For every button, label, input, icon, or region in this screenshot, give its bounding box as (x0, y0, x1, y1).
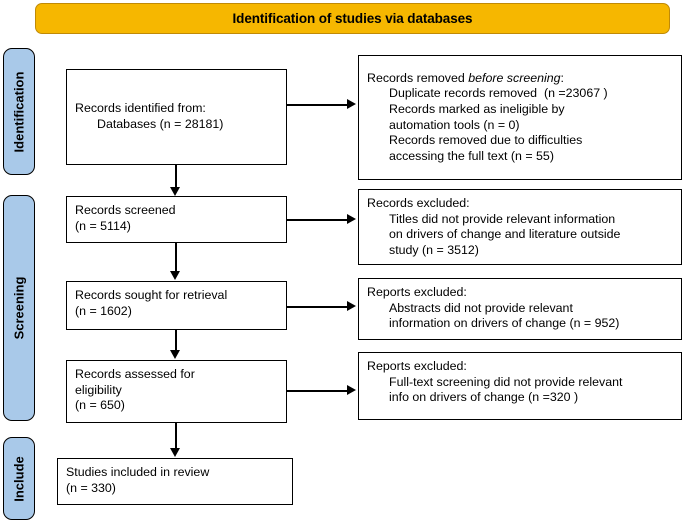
box-records-screened-line-1: Records screened (75, 203, 176, 217)
phase-label-include: Include (3, 437, 35, 520)
box-reports-excluded-abstracts-line-1: Reports excluded: (367, 285, 467, 299)
box-reports-excluded-abstracts-line-3: information on drivers of change (n = 95… (389, 316, 620, 331)
box-records-assessed-line-2: eligibility (75, 382, 122, 397)
box-records-excluded-titles-line-4: study (n = 3512) (389, 242, 479, 257)
box-reports-excluded-fulltext-line-1: Reports excluded: (367, 359, 467, 373)
box-studies-included-in-review: Studies included in review (n = 330) (57, 458, 293, 505)
box-records-removed-before-screening: Records removed before screening: Duplic… (358, 55, 682, 180)
diagram-header-banner: Identification of studies via databases (35, 3, 670, 34)
box-studies-included-line-2: (n = 330) (66, 480, 116, 495)
box-records-removed-line-1-b: : (560, 70, 564, 85)
box-records-assessed-line-3: (n = 650) (75, 398, 125, 413)
box-records-removed-line-1: Records removed before screening: (367, 71, 673, 87)
box-records-removed-line-5: Records removed due to difficulties (389, 133, 583, 148)
phase-label-screening: Screening (3, 195, 35, 421)
box-records-identified-line-1: Records identified from: (75, 101, 206, 116)
phase-label-screening-text: Screening (11, 276, 27, 340)
box-records-sought-for-retrieval: Records sought for retrieval (n = 1602) (66, 281, 287, 330)
box-reports-excluded-fulltext-line-2: Full-text screening did not provide rele… (389, 374, 623, 389)
phase-label-include-text: Include (11, 455, 27, 502)
box-records-identified-line-2: Databases (n = 28181) (97, 117, 224, 131)
box-studies-included-line-1: Studies included in review (66, 465, 210, 479)
box-records-sought-line-2: (n = 1602) (75, 303, 132, 318)
box-records-identified: Records identified from: Databases (n = … (66, 69, 287, 165)
box-reports-excluded-abstracts-line-2: Abstracts did not provide relevant (389, 300, 573, 315)
box-records-screened: Records screened (n = 5114) (66, 196, 287, 243)
box-records-removed-line-3: Records marked as ineligible by (389, 101, 565, 116)
box-records-excluded-titles-line-3: on drivers of change and literature outs… (389, 227, 621, 242)
box-records-screened-line-2: (n = 5114) (75, 218, 131, 233)
box-records-assessed-line-1: Records assessed for (75, 367, 195, 381)
box-records-removed-line-4: automation tools (n = 0) (389, 117, 520, 132)
box-records-removed-line-2: Duplicate records removed (n =23067 ) (389, 86, 608, 101)
box-records-removed-line-1-a: Records removed (367, 70, 469, 85)
box-reports-excluded-fulltext-line-3: info on drivers of change (n =320 ) (389, 390, 579, 405)
box-records-excluded-titles-line-1: Records excluded: (367, 196, 470, 210)
box-reports-excluded-fulltext: Reports excluded: Full-text screening di… (358, 352, 682, 420)
banner-title: Identification of studies via databases (232, 11, 473, 26)
box-records-excluded-titles: Records excluded: Titles did not provide… (358, 189, 682, 265)
phase-label-identification: Identification (3, 48, 35, 175)
box-records-removed-line-6: accessing the full text (n = 55) (389, 148, 554, 163)
phase-label-identification-text: Identification (11, 71, 27, 152)
box-records-removed-line-1-italic: before screening (468, 70, 561, 85)
box-records-assessed-for-eligibility: Records assessed for eligibility (n = 65… (66, 360, 287, 423)
box-records-excluded-titles-line-2: Titles did not provide relevant informat… (389, 211, 616, 226)
box-records-sought-line-1: Records sought for retrieval (75, 288, 228, 302)
box-reports-excluded-abstracts: Reports excluded: Abstracts did not prov… (358, 278, 682, 340)
